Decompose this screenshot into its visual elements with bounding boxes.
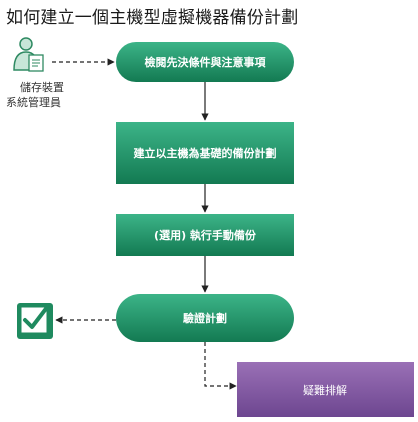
step-3-node[interactable]: (選用) 執行手動備份 [116,214,294,256]
user-with-document-icon [13,37,44,72]
step-1-label: 檢閱先決條件與注意事項 [145,55,267,69]
step-2-label: 建立以主機為基礎的備份計劃 [134,146,277,160]
step-3-label: (選用) 執行手動備份 [154,228,257,242]
step-2-node[interactable]: 建立以主機為基礎的備份計劃 [116,122,294,184]
step-5-node[interactable]: 疑難排解 [237,362,414,417]
checkmark-box-icon [17,303,53,339]
page-title: 如何建立一個主機型虛擬機器備份計劃 [6,8,299,28]
step-4-label: 驗證計劃 [183,311,227,325]
actor-label-line2: 系統管理員 [6,95,61,109]
connector-step4-step5 [204,342,237,390]
step-5-label: 疑難排解 [303,383,347,397]
actor-label-line1: 儲存裝置 [20,80,64,94]
step-1-node[interactable]: 檢閱先決條件與注意事項 [116,42,294,82]
step-4-node[interactable]: 驗證計劃 [116,294,294,342]
